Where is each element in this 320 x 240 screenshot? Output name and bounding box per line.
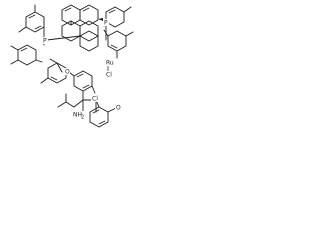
xylyl-ring-left bbox=[10, 44, 43, 66]
xylyl-ring-upper-left bbox=[18, 4, 45, 46]
atom-label-ru: Ru bbox=[105, 59, 115, 67]
methoxyphenyl-ring-lower bbox=[89, 99, 117, 128]
svg-text:O: O bbox=[65, 69, 70, 76]
methoxyphenyl-ring-center bbox=[56, 62, 96, 94]
atom-label-p-right: P bbox=[103, 19, 109, 27]
chemical-structure-diagram: P P Ru Cl Cl NH 2 O O bbox=[10, 4, 134, 128]
xylyl-ring-lower-left bbox=[40, 58, 67, 84]
atom-label-cl-top: Cl bbox=[105, 71, 114, 79]
svg-text:Cl: Cl bbox=[106, 72, 112, 79]
svg-text:P: P bbox=[43, 38, 47, 45]
svg-text:Ru: Ru bbox=[106, 60, 114, 67]
svg-text:2: 2 bbox=[81, 115, 84, 121]
atom-label-nh2: NH 2 bbox=[72, 111, 84, 121]
atom-label-o-methoxy-right: O bbox=[115, 104, 122, 112]
atom-label-p-left: P bbox=[42, 37, 48, 45]
atom-label-o-methoxy-left: O bbox=[64, 68, 70, 76]
svg-text:O: O bbox=[116, 105, 121, 112]
atom-label-cl-bottom: Cl bbox=[91, 95, 100, 103]
coordination-bonds bbox=[46, 24, 109, 73]
svg-text:NH: NH bbox=[73, 112, 82, 119]
diamine-backbone bbox=[57, 90, 97, 114]
svg-text:Cl: Cl bbox=[92, 96, 98, 103]
xylyl-ring-right bbox=[103, 29, 134, 59]
binaphthyl-backbone bbox=[61, 4, 103, 52]
svg-text:P: P bbox=[104, 20, 108, 27]
